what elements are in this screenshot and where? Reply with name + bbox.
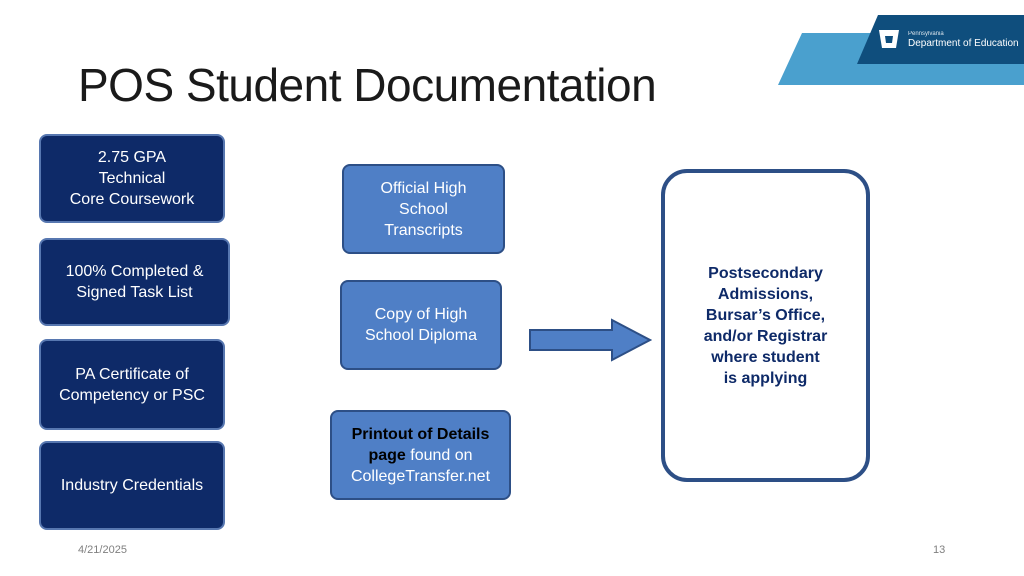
document-printout: Printout of Details page found on Colleg…: [330, 410, 511, 500]
right-arrow-icon: [529, 318, 652, 362]
logo-state-text: Pennsylvania: [908, 31, 944, 37]
document-transcripts-text: Official High School Transcripts: [380, 179, 467, 239]
requirement-industry-credentials-text: Industry Credentials: [60, 477, 204, 494]
printout-rest-text: found on CollegeTransfer.net: [350, 446, 491, 485]
requirement-industry-credentials: Industry Credentials: [39, 441, 225, 530]
department-logo: Pennsylvania Department of Education: [908, 31, 1019, 49]
printout-bold-text: Printout of Details page: [351, 425, 490, 464]
destination-box: Postsecondary Admissions, Bursar’s Offic…: [661, 169, 870, 482]
document-diploma-text: Copy of High School Diploma: [364, 306, 478, 344]
document-diploma: Copy of High School Diploma: [340, 280, 502, 370]
destination-text: Postsecondary Admissions, Bursar’s Offic…: [703, 264, 828, 387]
requirement-certificate-text: PA Certificate of Competency or PSC: [59, 365, 205, 404]
page-number: 13: [933, 544, 946, 556]
keystone-icon: [879, 30, 899, 48]
page-title: POS Student Documentation: [78, 59, 657, 111]
footer-date: 4/21/2025: [78, 544, 127, 556]
requirement-task-list: 100% Completed & Signed Task List: [39, 238, 230, 326]
requirement-certificate: PA Certificate of Competency or PSC: [39, 339, 225, 430]
requirement-task-list-text: 100% Completed & Signed Task List: [65, 263, 204, 301]
document-printout-text: Printout of Details page found on Colleg…: [351, 424, 490, 487]
logo-department-text: Department of Education: [908, 38, 1019, 49]
requirement-gpa-text: 2.75 GPA Technical Core Coursework: [69, 149, 195, 208]
requirement-gpa: 2.75 GPA Technical Core Coursework: [39, 134, 225, 223]
document-transcripts: Official High School Transcripts: [342, 164, 505, 254]
header-banner: [778, 15, 1024, 85]
